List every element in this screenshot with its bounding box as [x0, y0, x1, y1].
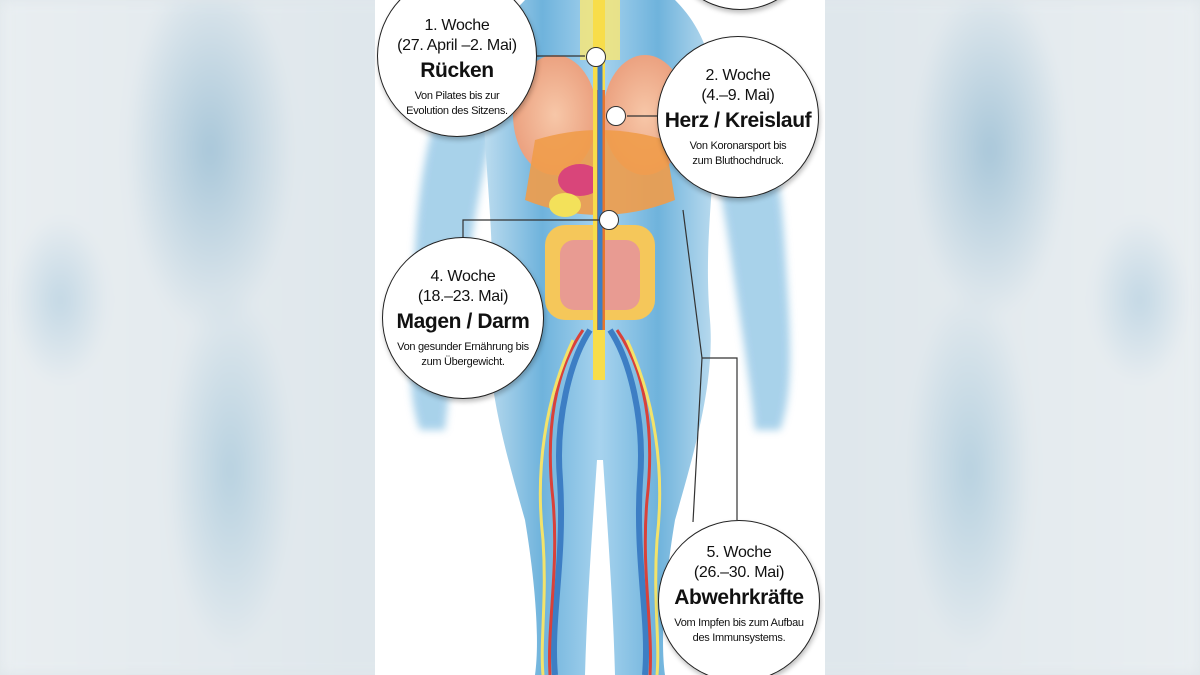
topic-circle-week-1: 1. Woche (27. April –2. Mai) Rücken Von … [377, 0, 537, 137]
topic-description: Vom Impfen bis zum Aufbau des Immunsyste… [674, 616, 804, 644]
topic-title: Herz / Kreislauf [664, 108, 812, 132]
week-label: 1. Woche [424, 16, 490, 34]
topic-title: Abwehrkräfte [674, 585, 804, 609]
topic-title: Magen / Darm [396, 309, 530, 333]
date-range: (18.–23. Mai) [417, 287, 509, 305]
marker-dot-back [586, 47, 606, 67]
topic-circle-week-5: 5. Woche (26.–30. Mai) Abwehrkräfte Vom … [658, 520, 820, 675]
week-label: 2. Woche [705, 66, 771, 84]
date-range: (26.–30. Mai) [693, 563, 785, 581]
topic-description: Von gesunder Ernährung bis zum Übergewic… [397, 340, 529, 368]
date-range: (4.–9. Mai) [701, 86, 775, 104]
date-range: (27. April –2. Mai) [397, 36, 517, 54]
anatomy-infographic-panel: 1. Woche (27. April –2. Mai) Rücken Von … [375, 0, 825, 675]
topic-circle-week-2: 2. Woche (4.–9. Mai) Herz / Kreislauf Vo… [657, 36, 819, 198]
topic-description: Von Pilates bis zur Evolution des Sitzen… [406, 89, 508, 117]
topic-description: Von Koronarsport bis zum Bluthochdruck. [689, 139, 787, 167]
topic-circle-week-4: 4. Woche (18.–23. Mai) Magen / Darm Von … [382, 237, 544, 399]
topic-title: Rücken [420, 58, 494, 82]
week-label: 5. Woche [706, 543, 772, 561]
week-label: 4. Woche [430, 267, 496, 285]
marker-dot-stomach [599, 210, 619, 230]
marker-dot-heart [606, 106, 626, 126]
